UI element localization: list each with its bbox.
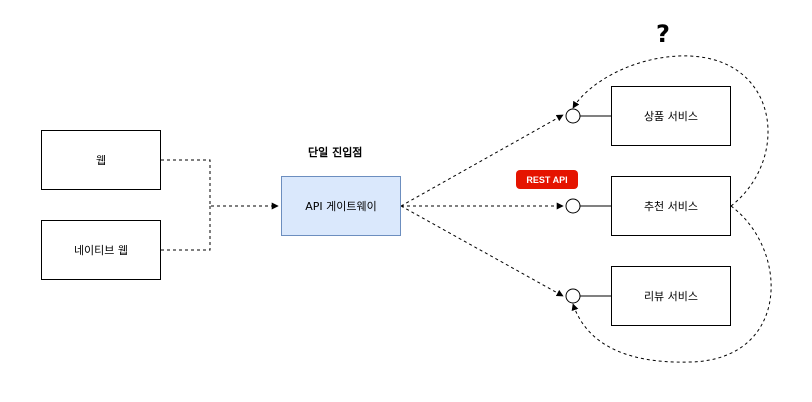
edge-gateway-to-review <box>400 205 564 297</box>
api-gateway-box[interactable]: API 게이트웨이 <box>281 176 401 236</box>
interface-port-product <box>565 108 581 124</box>
rest-api-badge: REST API <box>516 170 578 189</box>
client-native-box[interactable]: 네이티브 웹 <box>41 220 161 280</box>
service-recommend-label: 추천 서비스 <box>643 200 699 213</box>
service-product-box[interactable]: 상품 서비스 <box>611 86 731 146</box>
client-web-box[interactable]: 웹 <box>41 130 161 190</box>
edge-recommend-to-review <box>571 205 772 363</box>
interface-port-review <box>565 288 581 304</box>
client-native-label: 네이티브 웹 <box>73 244 129 257</box>
gateway-caption: 단일 진입점 <box>308 146 363 159</box>
rest-api-badge-label: REST API <box>526 174 568 185</box>
service-review-box[interactable]: 리뷰 서비스 <box>611 266 731 326</box>
api-gateway-label: API 게이트웨이 <box>305 200 377 213</box>
interface-port-recommend <box>565 198 581 214</box>
service-review-label: 리뷰 서비스 <box>643 290 699 303</box>
client-web-label: 웹 <box>95 154 107 167</box>
question-mark: ? <box>656 20 670 48</box>
service-product-label: 상품 서비스 <box>643 110 699 123</box>
edge-native-to-gateway <box>161 206 211 251</box>
edge-web-to-gateway <box>161 159 279 210</box>
edge-recommend-to-product <box>572 55 769 207</box>
service-recommend-box[interactable]: 추천 서비스 <box>611 176 731 236</box>
edge-gateway-to-product <box>400 114 564 207</box>
